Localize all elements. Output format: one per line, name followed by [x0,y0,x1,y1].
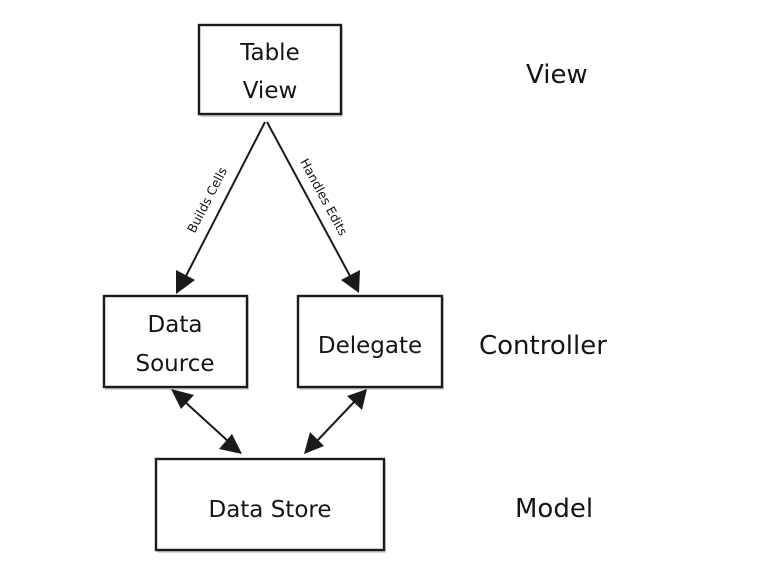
layer-label-model: Model [515,494,593,524]
source-store-bidirectional-arrow [171,389,242,454]
arrowhead-icon [341,270,360,293]
delegate-label: Delegate [318,333,422,359]
arrowhead-icon [219,434,242,454]
table-view-label-line2: View [243,78,298,104]
arrowhead-icon [347,389,367,410]
layer-label-view: View [526,60,588,90]
data-store-box: Data Store [154,457,386,553]
delegate-box: Delegate [296,294,444,390]
delegate-store-bidirectional-arrow [304,389,367,454]
table-view-label-line1: Table [239,40,299,66]
data-store-label: Data Store [208,497,331,523]
data-source-label-line1: Data [148,312,203,338]
table-view-box: Table View [197,23,343,117]
handles-edits-arrow [266,121,360,293]
data-source-box: Data Source [102,294,249,390]
arrowhead-icon [171,389,194,409]
builds-cells-label: Builds Cells [184,165,230,236]
arrowhead-icon [304,432,324,454]
layer-label-controller: Controller [479,331,607,361]
data-source-label-line2: Source [136,351,215,377]
builds-cells-arrow [176,121,266,294]
arrowhead-icon [176,270,195,294]
